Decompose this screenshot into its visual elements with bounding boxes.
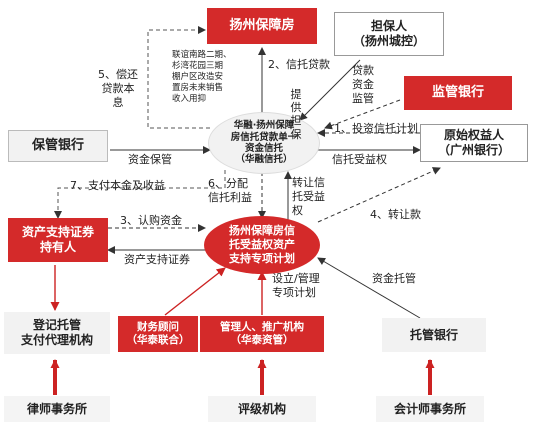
node-rating-agency: 评级机构: [208, 396, 316, 422]
label-projects: 联谊南路二期、 杉湾花园三期 棚户区改造安 置房未来销售 收入用抑: [172, 50, 232, 105]
node-financial-advisor: 财务顾问 （华泰联合）: [118, 316, 198, 352]
label-trust-beneficiary-right: 信托受益权: [332, 153, 387, 166]
node-spv: 扬州保障房信 托受益权资产 支持专项计划: [204, 216, 320, 274]
node-custody-bank-left: 保管银行: [8, 130, 108, 162]
label-fund-custody: 资金保管: [128, 153, 172, 166]
label-subscribe-funds: 3、认购资金: [120, 214, 182, 227]
label-provide-guarantee: 提供担保: [290, 88, 302, 141]
label-distribute-trust-income: 6、分配信托利益: [208, 177, 252, 204]
node-original-beneficiary: 原始权益人 （广州银行）: [420, 124, 528, 162]
arrow-guarantee: [299, 59, 361, 121]
node-trust: 华融·扬州保障 房信托贷款单一 资金信托 （华融信托）: [208, 112, 320, 174]
arrow-supervision: [324, 99, 401, 130]
arrow-financial-advisor: [164, 267, 226, 316]
label-repay-principal: 5、偿还贷款本息: [98, 68, 138, 109]
node-supervising-bank: 监管银行: [404, 76, 512, 110]
node-law-firm: 律师事务所: [4, 396, 110, 422]
node-registrar: 登记托管 支付代理机构: [4, 312, 110, 354]
arrow-repay: [147, 26, 210, 129]
arrow-pay-principal: [54, 170, 226, 219]
label-loan-fund-supervision: 贷款资金监管: [352, 64, 374, 105]
label-trust-loan: 2、信托贷款: [268, 58, 330, 71]
label-abs-securities: 资产支持证券: [124, 253, 190, 266]
node-accounting-firm: 会计师事务所: [376, 396, 484, 422]
label-invest-trust-plan: 1、投资信托计划: [334, 122, 418, 135]
node-guarantor: 担保人 （扬州城控）: [334, 12, 444, 56]
label-fund-custody-right: 资金托管: [372, 272, 416, 285]
label-establish-manage: 设立/管理专项计划: [272, 272, 320, 299]
node-yangzhou-housing: 扬州保障房: [207, 8, 317, 44]
label-transfer-payment: 4、转让款: [370, 208, 421, 221]
node-custody-bank-right: 托管银行: [382, 318, 486, 352]
node-abs-holder: 资产支持证券 持有人: [8, 218, 108, 262]
label-transfer-trust-right: 转让信托受益权: [292, 176, 325, 217]
node-manager: 管理人、推广机构 （华泰资管）: [200, 316, 324, 352]
label-pay-principal-income: 7、支付本金及收益: [70, 179, 165, 192]
arrow-custody-right: [317, 257, 421, 319]
arrow-transfer-payment: [317, 167, 441, 223]
